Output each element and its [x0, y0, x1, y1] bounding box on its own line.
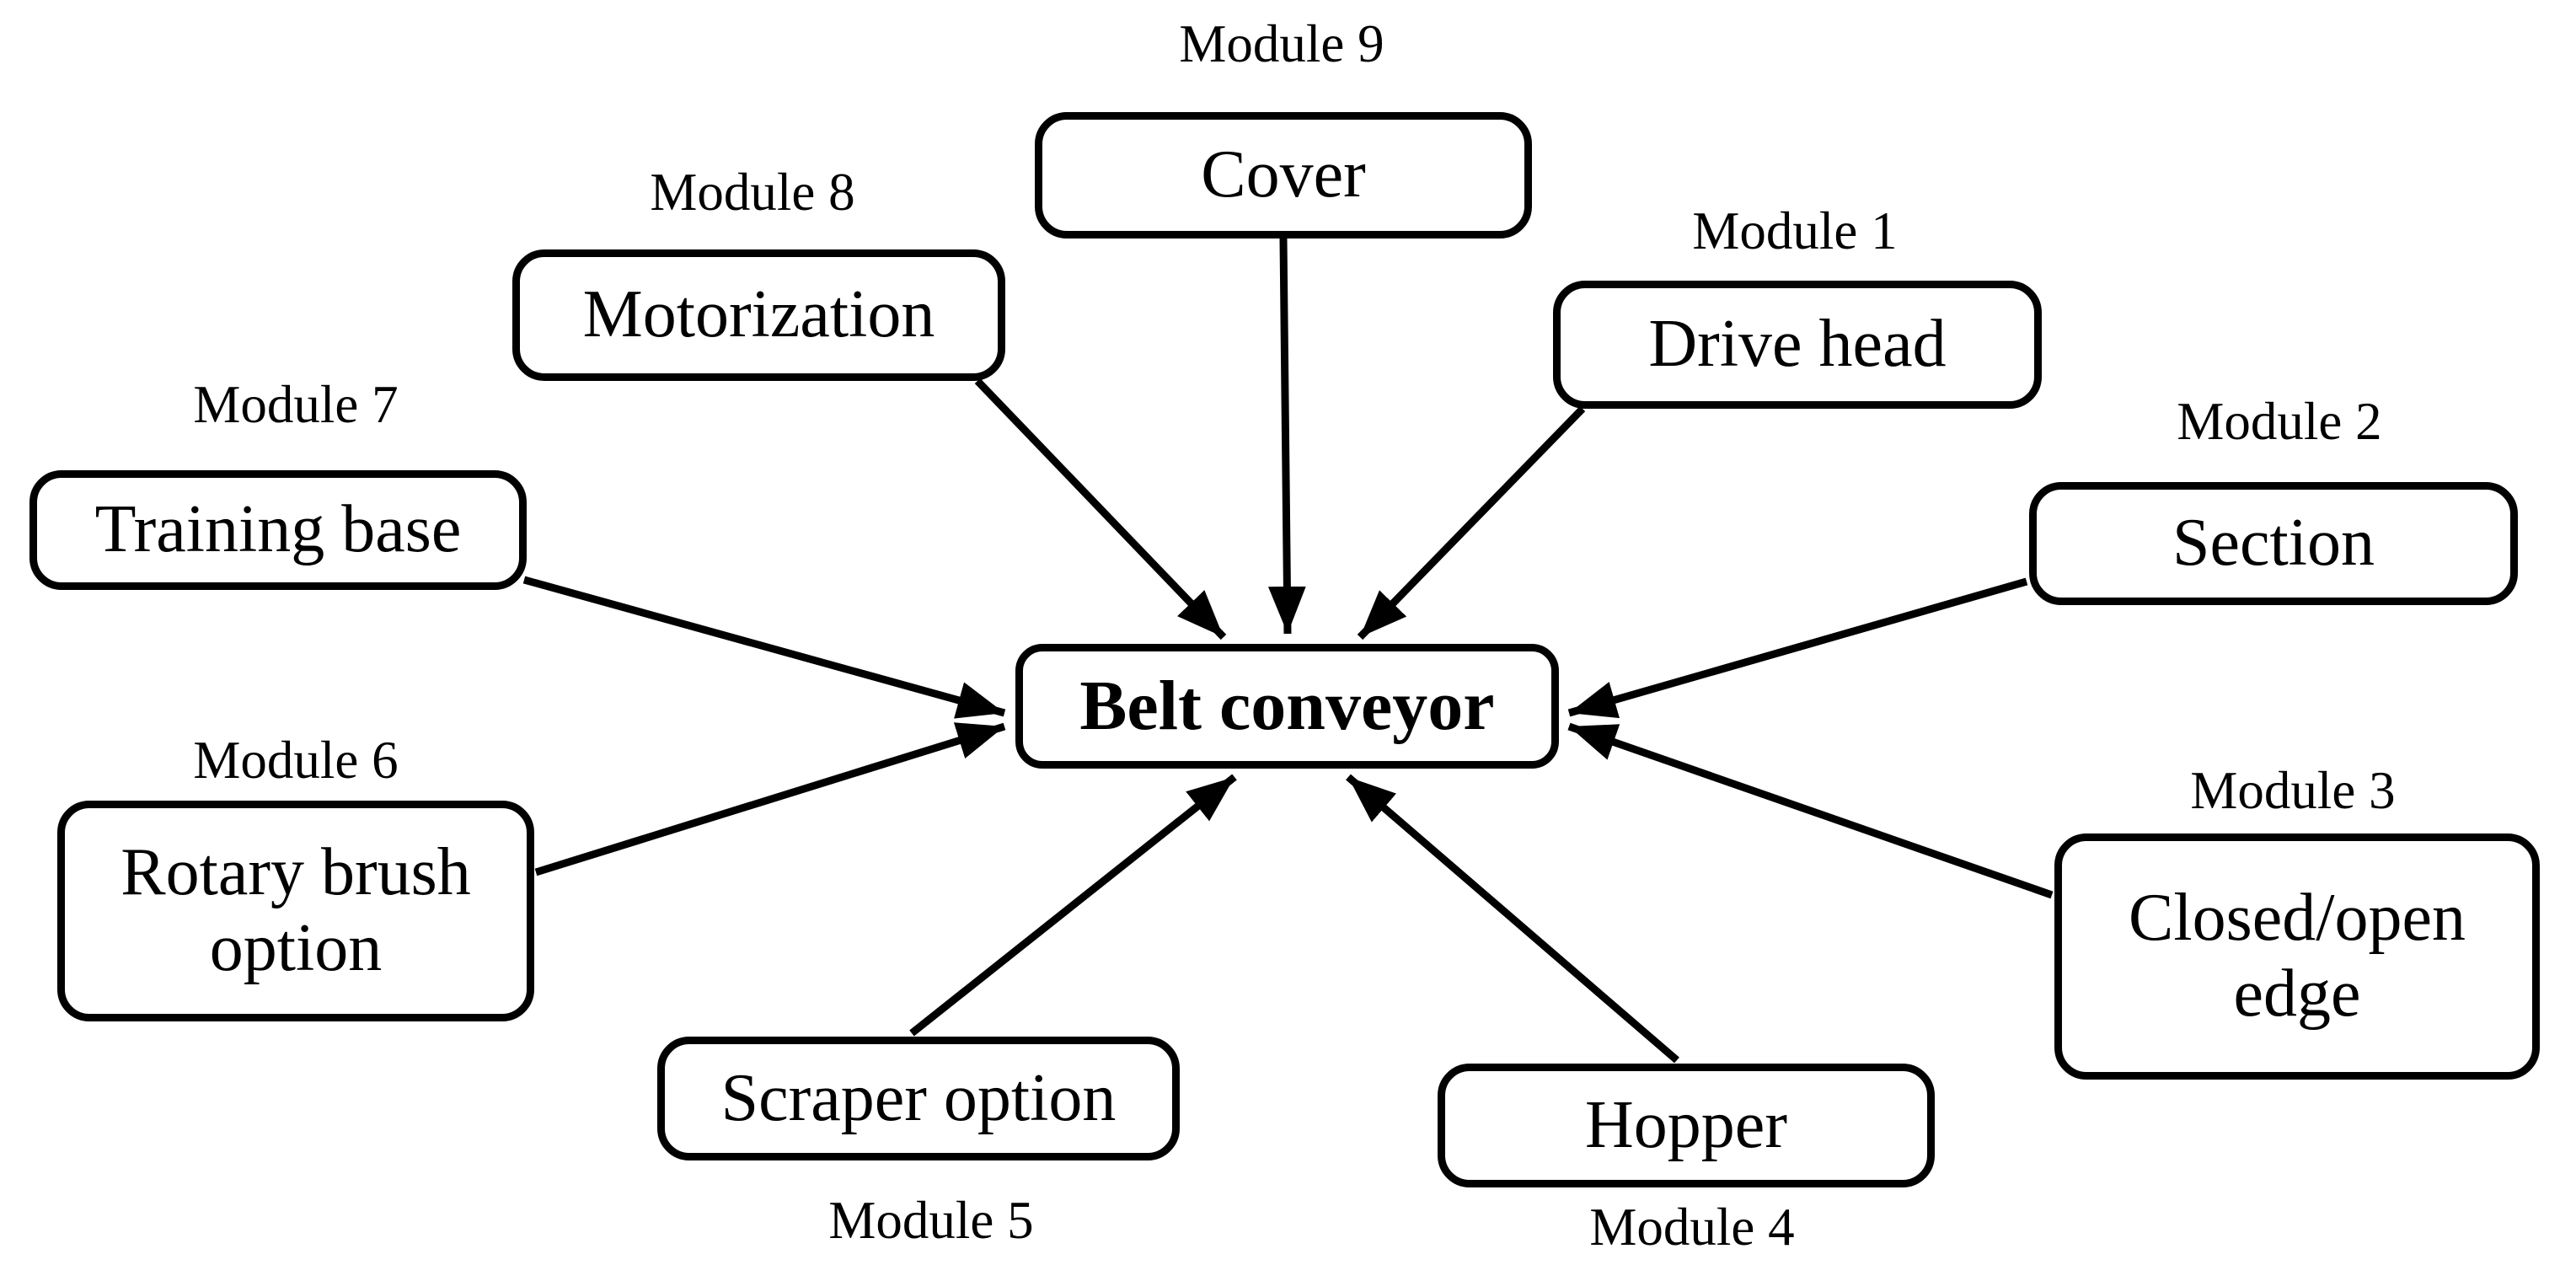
node-hopper-label: Hopper: [1585, 1087, 1787, 1162]
node-section: Section: [2029, 482, 2518, 605]
node-hopper: Hopper: [1438, 1064, 1935, 1187]
arrow-drive-head-to-center: [1357, 405, 1586, 640]
node-cover-label: Cover: [1201, 137, 1366, 212]
node-scraper-option: Scraper option: [657, 1037, 1180, 1160]
label-module-7: Module 7: [193, 375, 399, 434]
arrow-cover-to-center: [1268, 238, 1306, 635]
arrow-scraper-option-to-center: [909, 774, 1237, 1037]
label-module-9: Module 9: [1179, 14, 1384, 73]
label-module-8: Module 8: [650, 163, 855, 222]
node-closed-open-edge-label: Closed/open edge: [2129, 881, 2466, 1031]
label-module-4: Module 4: [1589, 1198, 1795, 1257]
label-module-6: Module 6: [193, 731, 399, 790]
arrow-hopper-to-center: [1346, 774, 1679, 1064]
node-scraper-option-label: Scraper option: [720, 1060, 1117, 1135]
node-motorization-label: Motorization: [582, 277, 935, 352]
node-section-label: Section: [2172, 506, 2375, 581]
arrow-closed-open-edge-to-center: [1567, 722, 2054, 899]
node-closed-open-edge: Closed/open edge: [2054, 833, 2540, 1080]
node-cover: Cover: [1035, 112, 1532, 239]
node-belt-conveyor-label: Belt conveyor: [1079, 666, 1495, 745]
node-training-base-label: Training base: [94, 492, 462, 567]
label-module-2: Module 2: [2177, 392, 2382, 451]
node-motorization: Motorization: [512, 249, 1005, 381]
arrow-rotary-brush-to-center: [534, 722, 1006, 876]
node-training-base: Training base: [29, 470, 527, 590]
arrow-motorization-to-center: [974, 378, 1227, 640]
label-module-3: Module 3: [2190, 761, 2396, 820]
node-belt-conveyor: Belt conveyor: [1015, 644, 1559, 769]
node-drive-head-label: Drive head: [1648, 307, 1947, 382]
node-rotary-brush-option: Rotary brush option: [57, 801, 534, 1021]
node-drive-head: Drive head: [1553, 281, 2042, 409]
arrow-section-to-center: [1567, 577, 2028, 719]
arrow-training-base-to-center: [522, 576, 1006, 719]
label-module-5: Module 5: [828, 1191, 1034, 1250]
node-rotary-brush-option-label: Rotary brush option: [120, 835, 471, 985]
label-module-1: Module 1: [1692, 201, 1898, 260]
